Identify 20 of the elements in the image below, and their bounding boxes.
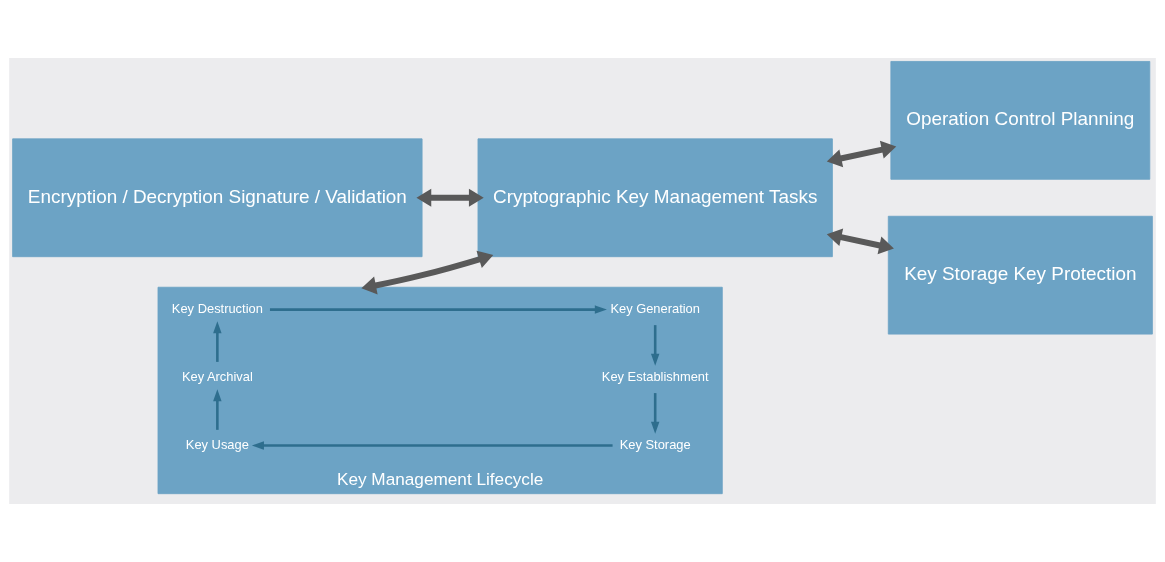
node-text: Key Establishment (601, 368, 709, 384)
arrow (213, 389, 222, 430)
node-box: Key Storage Key Protection (887, 215, 1153, 335)
node-box: Cryptographic Key Management Tasks (477, 138, 833, 258)
arrow (650, 393, 660, 434)
node-box: Encryption / Decryption Signature / Validation (12, 138, 423, 258)
arrow (361, 250, 494, 295)
arrow (269, 305, 607, 314)
arrow (251, 441, 613, 450)
arrow (650, 325, 660, 366)
node-text: Key Storage (619, 436, 691, 452)
node-text: Key Destruction (171, 300, 263, 316)
arrow (416, 188, 484, 207)
node-box: Operation Control Planning (890, 61, 1151, 180)
node-text: Key Archival (181, 368, 253, 384)
arrow (826, 140, 897, 168)
node-text: Key Usage (185, 436, 249, 452)
node-text: Key Generation (610, 300, 700, 316)
arrow (213, 321, 222, 362)
arrow (826, 228, 894, 255)
